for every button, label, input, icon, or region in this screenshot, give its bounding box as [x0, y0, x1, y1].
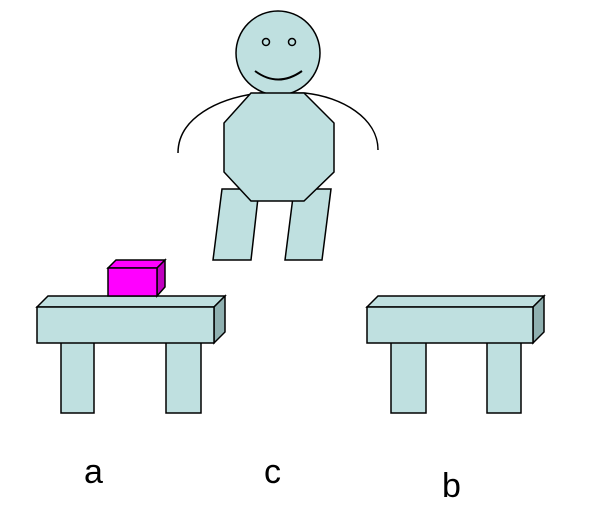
table-right — [365, 294, 546, 414]
robot-figure-icon — [177, 10, 379, 261]
robot-left-eye — [261, 37, 271, 47]
table-left-top — [35, 295, 227, 308]
robot-torso — [223, 92, 335, 202]
block-top — [106, 259, 167, 269]
robot-head — [235, 10, 321, 96]
table-right-front — [366, 306, 534, 344]
robot-mouth — [254, 70, 303, 81]
table-right-label: b — [442, 467, 461, 505]
table-right-top — [365, 295, 546, 308]
table-right-leg-right — [486, 341, 522, 414]
table-right-leg-left — [390, 341, 427, 414]
table-left — [35, 258, 227, 414]
robot-label: c — [264, 453, 281, 491]
robot-right-eye — [287, 37, 297, 47]
table-left-leg-left — [60, 341, 95, 414]
robot-right-leg — [284, 188, 332, 261]
table-left-label: a — [84, 453, 103, 491]
block-icon — [106, 258, 167, 298]
block-front — [107, 267, 158, 297]
table-left-leg-right — [165, 341, 202, 414]
table-left-front — [36, 306, 215, 344]
